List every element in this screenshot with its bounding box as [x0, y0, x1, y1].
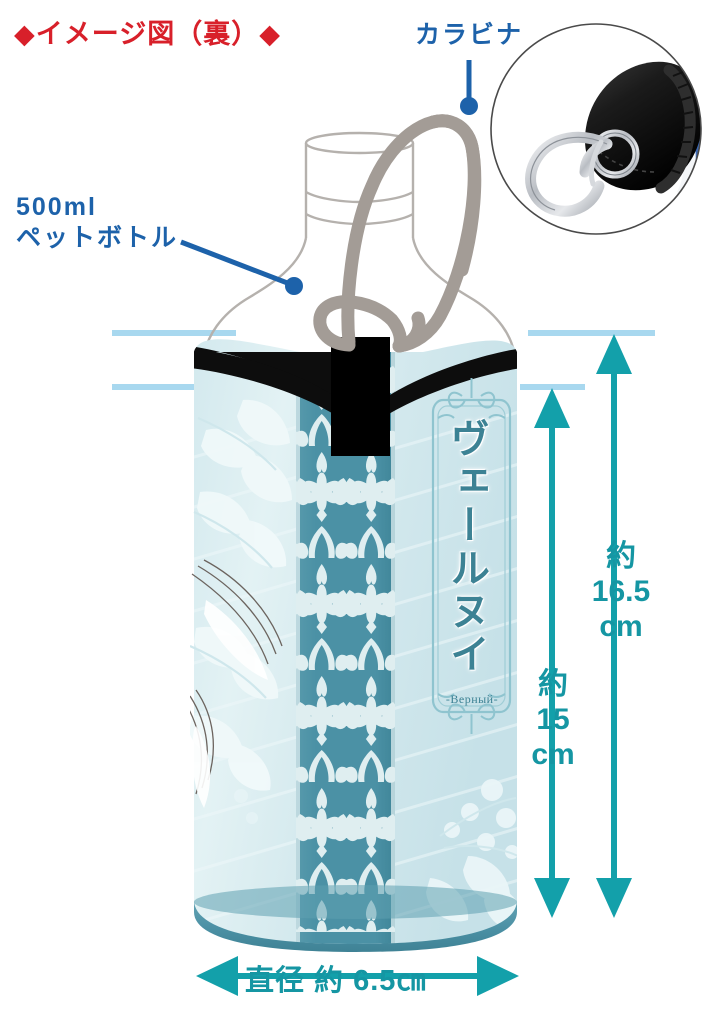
leaf-motifs-left — [190, 399, 292, 808]
carabiner-closeup-photo — [489, 22, 703, 236]
pouch-base — [194, 885, 517, 952]
dimension-height-inner: 約 15 cm — [531, 668, 575, 771]
arrow-diameter — [196, 956, 519, 996]
arrow-height-inner — [534, 388, 570, 918]
page-title: ◆イメージ図（裏）◆ — [14, 19, 281, 49]
product-name-vertical: ヴェールヌイ — [444, 418, 488, 676]
callout-leaders — [180, 60, 478, 295]
product-name-label — [431, 378, 512, 734]
inset-border — [490, 23, 702, 235]
bottle-pouch — [190, 337, 517, 952]
callout-pet-bottle: 500ml ペットボトル — [16, 193, 179, 252]
dimension-diameter: 直径 約 6.5㎝ — [245, 965, 427, 997]
dimension-height-outer: 約 16.5 cm — [591, 540, 651, 643]
carabiner-strap — [313, 114, 482, 353]
pet-bottle-outline — [203, 131, 516, 353]
callout-carabiner: カラビナ — [415, 21, 524, 49]
guide-lines — [112, 330, 655, 390]
hang-tab — [331, 337, 390, 456]
product-name-sub: -Верный- — [445, 692, 499, 706]
dimension-arrows — [196, 334, 632, 996]
arrow-height-outer — [596, 334, 632, 918]
